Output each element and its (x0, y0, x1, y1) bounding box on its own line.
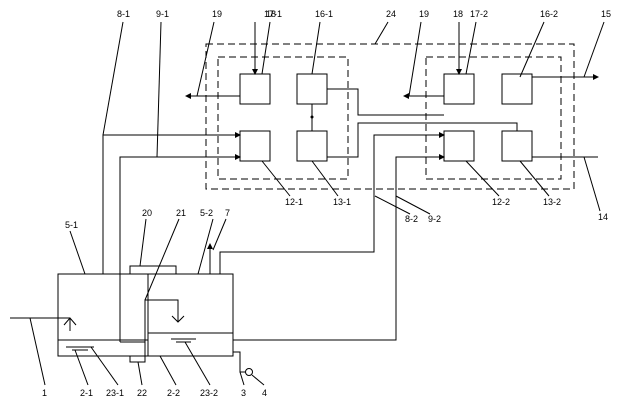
pipe-8-2 (219, 132, 445, 274)
part-20 (129, 265, 177, 275)
label-1: 1 (42, 388, 47, 398)
valve-4 (245, 368, 253, 376)
label-22: 22 (137, 388, 147, 398)
label-9-1: 9-1 (156, 9, 169, 19)
label-19a: 19 (212, 9, 222, 19)
label-3: 3 (241, 388, 246, 398)
pipe-9-2 (233, 154, 445, 341)
label-8-2: 8-2 (405, 214, 418, 224)
label-17-1-visible: 17-1 (264, 9, 282, 19)
unit-2-enclosure (425, 56, 562, 180)
box-13-2 (501, 130, 533, 162)
label-9-2: 9-2 (428, 214, 441, 224)
label-4: 4 (262, 388, 267, 398)
label-12-2: 12-2 (492, 197, 510, 207)
label-12-1: 12-1 (285, 197, 303, 207)
label-16-2: 16-2 (540, 9, 558, 19)
label-23-1: 23-1 (106, 388, 124, 398)
tank-5-1 (57, 273, 149, 357)
box-16-2 (501, 73, 533, 105)
box-17-1 (239, 73, 271, 105)
label-5-2: 5-2 (200, 208, 213, 218)
drain-3 (233, 351, 246, 373)
label-13-1: 13-1 (333, 197, 351, 207)
label-8-1: 8-1 (117, 9, 130, 19)
label-7: 7 (225, 208, 230, 218)
unit-1-enclosure (217, 56, 349, 180)
enclosure-24 (205, 43, 575, 190)
label-24: 24 (386, 9, 396, 19)
label-20: 20 (142, 208, 152, 218)
box-17-2 (443, 73, 475, 105)
box-12-2 (443, 130, 475, 162)
label-15: 15 (601, 9, 611, 19)
tank-5-2 (147, 273, 234, 357)
label-5-1: 5-1 (65, 220, 78, 230)
pipe-8-1 (102, 132, 241, 274)
label-2-1: 2-1 (80, 388, 93, 398)
label-14: 14 (598, 212, 608, 222)
box-16-1 (296, 73, 328, 105)
label-17-2: 17-2 (470, 9, 488, 19)
label-18b: 18 (453, 9, 463, 19)
label-18a: 18 (266, 9, 276, 19)
label-2-2: 2-2 (167, 388, 180, 398)
label-21: 21 (176, 208, 186, 218)
box-12-1 (239, 130, 271, 162)
label-23-2: 23-2 (200, 388, 218, 398)
box-13-1 (296, 130, 328, 162)
label-13-2: 13-2 (543, 197, 561, 207)
label-19b: 19 (419, 9, 429, 19)
label-16-1: 16-1 (315, 9, 333, 19)
pipe-9-1 (119, 154, 241, 274)
